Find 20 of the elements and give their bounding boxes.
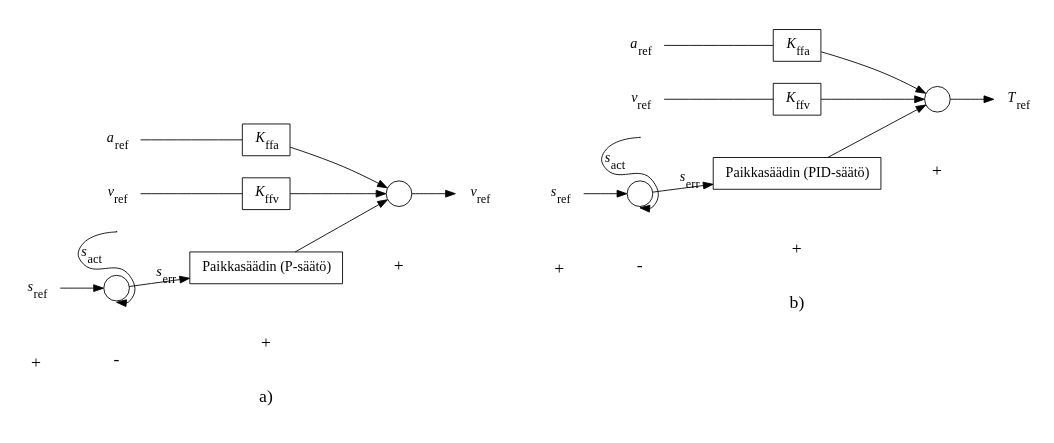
- label: +: [554, 258, 565, 279]
- label: -: [636, 254, 643, 275]
- node-text: a$_{ref}$: [106, 129, 129, 153]
- node-text: v$_{ref}$: [107, 183, 128, 207]
- node-text: v$_{ref}$: [631, 88, 652, 112]
- node-text: v$_{ref}$: [470, 183, 491, 207]
- label: +: [30, 352, 41, 373]
- label: +: [932, 160, 943, 181]
- edge-label: s$_{act}$: [604, 148, 626, 172]
- label: +: [791, 237, 802, 258]
- node-text: s$_{ref}$: [550, 183, 571, 207]
- label: a): [259, 386, 273, 406]
- label: +: [260, 332, 271, 353]
- node-text: a$_{ref}$: [630, 34, 652, 58]
- label: b): [789, 291, 805, 312]
- label: -: [113, 348, 120, 369]
- label: +: [393, 254, 404, 275]
- edge-label: s$_{act}$: [81, 243, 102, 267]
- node-text: s$_{ref}$: [27, 277, 48, 301]
- node-text: T$_{ref}$: [1007, 88, 1031, 112]
